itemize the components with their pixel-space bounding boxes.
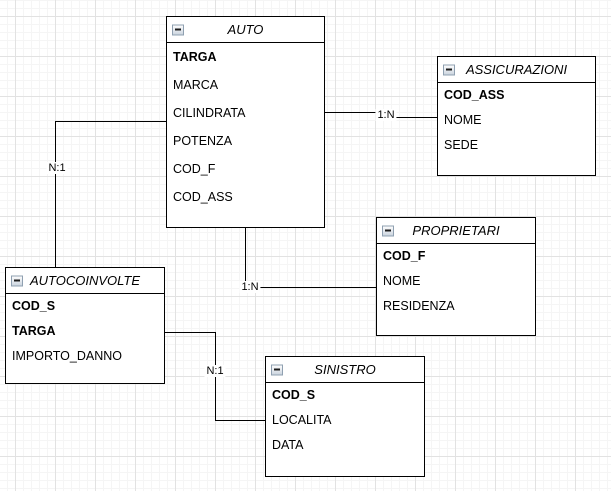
entity-title: SINISTRO: [314, 362, 376, 377]
entity-field-list: COD_ASS NOME SEDE: [438, 83, 595, 158]
field-row-sede[interactable]: SEDE: [444, 138, 479, 152]
field-row-cod_f[interactable]: COD_F: [383, 249, 426, 263]
minus-glyph: [175, 28, 181, 31]
minus-glyph: [385, 229, 391, 232]
field-row-nome[interactable]: NOME: [444, 113, 482, 127]
entity-title: PROPRIETARI: [412, 223, 500, 238]
edge-auto-proprietari-segment[interactable]: [245, 227, 246, 288]
edge-label-auto-autocoinvolte[interactable]: N:1: [46, 162, 68, 174]
entity-title: ASSICURAZIONI: [465, 62, 568, 77]
collapse-minus-icon[interactable]: [382, 225, 394, 236]
entity-autocoinvolte[interactable]: AUTOCOINVOLTE COD_S TARGA IMPORTO_DANNO: [5, 267, 165, 384]
field-row-localita[interactable]: LOCALITA: [272, 413, 332, 427]
entity-title: AUTOCOINVOLTE: [29, 273, 141, 288]
field-row-importo_danno[interactable]: IMPORTO_DANNO: [12, 349, 122, 363]
edge-label-auto-proprietari[interactable]: 1:N: [239, 281, 261, 293]
edge-auto-autocoinvolte-segment[interactable]: [55, 121, 166, 122]
field-row-cod_s[interactable]: COD_S: [12, 299, 56, 313]
edge-auto-assicurazioni-segment[interactable]: [382, 117, 438, 118]
edge-label-auto-assicurazioni[interactable]: 1:N: [375, 109, 397, 121]
edge-auto-assicurazioni-segment[interactable]: [324, 112, 384, 113]
collapse-minus-icon[interactable]: [443, 64, 455, 75]
edge-auto-proprietari-segment[interactable]: [245, 287, 377, 288]
entity-field-list: TARGA MARCA CILINDRATA POTENZA COD_F COD_ASS: [167, 43, 324, 211]
field-row-nome[interactable]: NOME: [383, 274, 421, 288]
field-row-cod_s[interactable]: COD_S: [272, 388, 316, 402]
minus-glyph: [446, 68, 452, 71]
collapse-minus-icon[interactable]: [11, 275, 23, 286]
field-row-potenza[interactable]: POTENZA: [173, 134, 233, 148]
entity-header[interactable]: SINISTRO: [266, 357, 424, 383]
entity-assicurazioni[interactable]: ASSICURAZIONI COD_ASS NOME SEDE: [437, 56, 596, 176]
entity-proprietari[interactable]: PROPRIETARI COD_F NOME RESIDENZA: [376, 217, 536, 336]
entity-auto[interactable]: AUTO TARGA MARCA CILINDRATA POTENZA COD_F COD…: [166, 16, 325, 228]
edge-autocoinvolte-sinistro-segment[interactable]: [215, 420, 266, 421]
field-row-targa[interactable]: TARGA: [173, 50, 217, 64]
field-row-cod_ass[interactable]: COD_ASS: [444, 88, 505, 102]
edge-label-autocoinvolte-sinistro[interactable]: N:1: [204, 365, 226, 377]
collapse-minus-icon[interactable]: [271, 364, 283, 375]
field-row-cod_ass[interactable]: COD_ASS: [173, 190, 233, 204]
edge-autocoinvolte-sinistro-segment[interactable]: [164, 332, 216, 333]
field-row-data[interactable]: DATA: [272, 438, 304, 452]
entity-sinistro[interactable]: SINISTRO COD_S LOCALITA DATA: [265, 356, 425, 477]
field-row-cod_f[interactable]: COD_F: [173, 162, 216, 176]
entity-field-list: COD_S TARGA IMPORTO_DANNO: [6, 294, 164, 369]
collapse-minus-icon[interactable]: [172, 24, 184, 35]
entity-header[interactable]: AUTO: [167, 17, 324, 43]
field-row-targa[interactable]: TARGA: [12, 324, 56, 338]
minus-glyph: [14, 279, 20, 282]
field-row-marca[interactable]: MARCA: [173, 78, 219, 92]
entity-header[interactable]: PROPRIETARI: [377, 218, 535, 244]
field-row-cilindrata[interactable]: CILINDRATA: [173, 106, 246, 120]
entity-title: AUTO: [227, 22, 264, 37]
entity-header[interactable]: AUTOCOINVOLTE: [6, 268, 164, 294]
field-row-residenza[interactable]: RESIDENZA: [383, 299, 455, 313]
edge-auto-autocoinvolte-segment[interactable]: [55, 121, 56, 268]
minus-glyph: [274, 368, 280, 371]
entity-field-list: COD_F NOME RESIDENZA: [377, 244, 535, 319]
entity-header[interactable]: ASSICURAZIONI: [438, 57, 595, 83]
entity-field-list: COD_S LOCALITA DATA: [266, 383, 424, 458]
